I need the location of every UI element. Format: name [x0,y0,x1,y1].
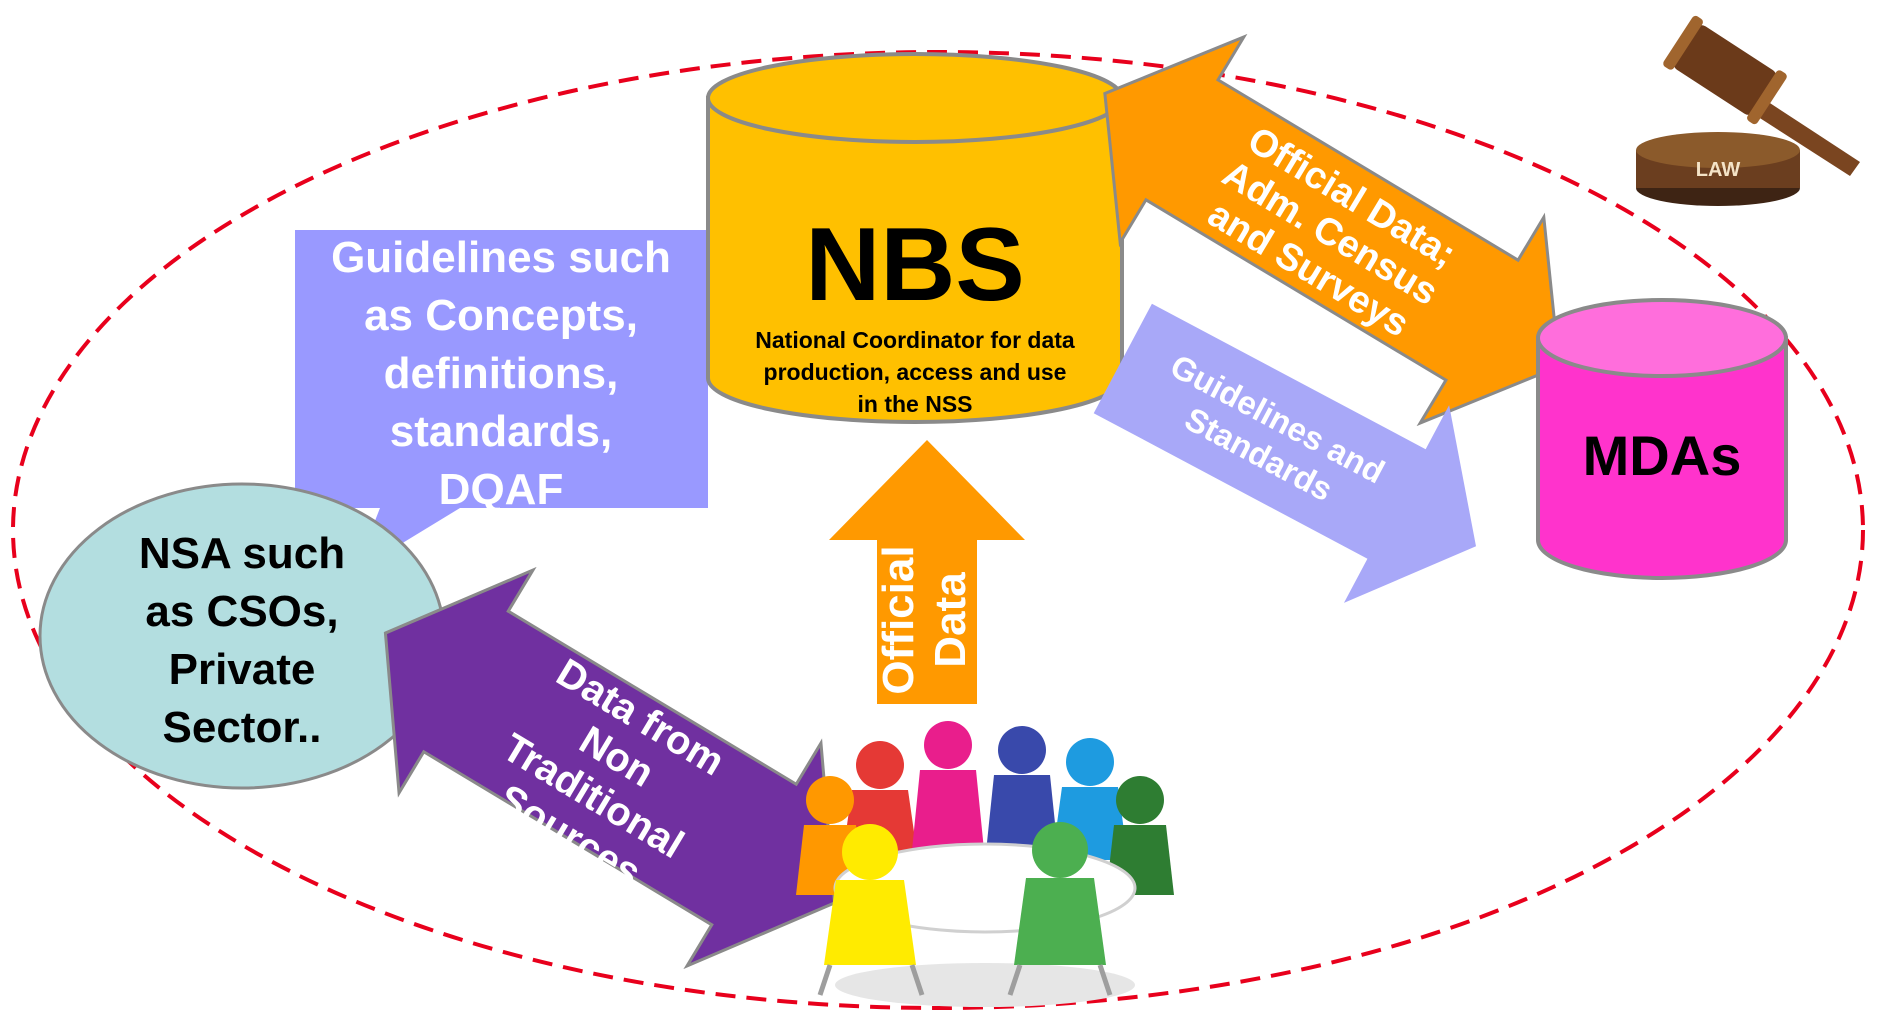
guidelines-line-3: definitions, [384,349,619,398]
mdas-cylinder: MDAs [1536,298,1788,580]
mdas-label: MDAs [1583,424,1742,487]
guidelines-callout: Guidelines such as Concepts, definitions… [295,230,708,572]
nbs-subtitle-line-2: production, access and use [764,359,1067,385]
nbs-cylinder: NBS National Coordinator for data produc… [706,52,1124,424]
guidelines-line-5: DQAF [439,465,564,514]
guidelines-line-4: standards, [390,407,613,456]
front-row-people [817,822,1113,996]
nbs-subtitle-line-3: in the NSS [857,391,972,417]
official-data-arrow: Official Data [829,440,1025,704]
nss-boundary-ellipse [11,50,1865,1010]
official-data-line-2: Data [926,572,975,668]
official-data-line-1: Official [874,545,923,694]
guidelines-line-1: Guidelines such [331,233,671,282]
gavel-icon: LAW [1636,15,1860,206]
nsa-line-4: Sector.. [163,703,322,752]
meeting-people-icon [796,721,1174,1007]
nsa-ellipse: NSA such as CSOs, Private Sector.. [38,482,446,790]
nbs-subtitle-line-1: National Coordinator for data [755,327,1075,353]
nsa-line-3: Private [169,645,316,694]
nsa-line-2: as CSOs, [145,587,338,636]
guidelines-line-2: as Concepts, [364,291,638,340]
law-label: LAW [1696,159,1741,181]
nbs-title: NBS [805,207,1025,323]
nsa-line-1: NSA such [139,529,345,578]
